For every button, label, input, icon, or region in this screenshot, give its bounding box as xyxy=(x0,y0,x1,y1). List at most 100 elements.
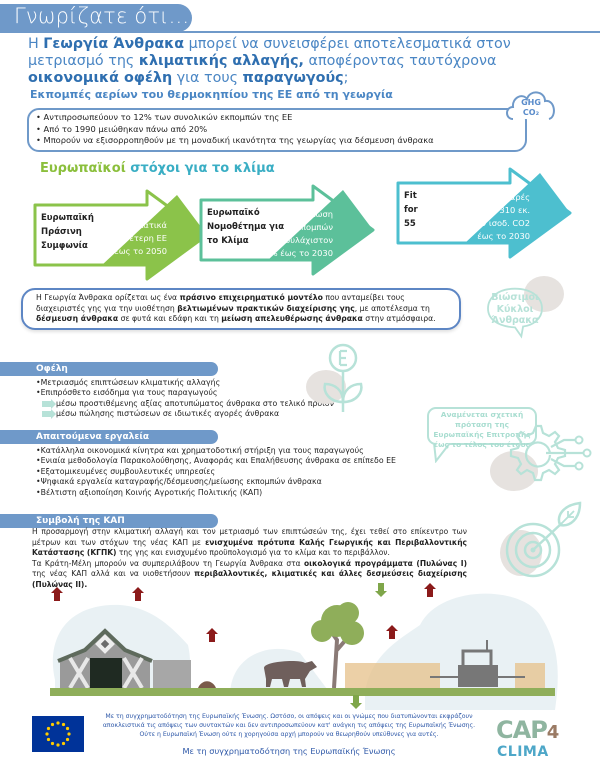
arrow-right-icon xyxy=(42,398,56,409)
silo-icon xyxy=(153,660,191,688)
emphasis-text: μείωση απελευθέρωσης άνθρακα xyxy=(221,314,363,323)
text-run: Η Γεωργία Άνθρακα ορίζεται ως ένα xyxy=(36,293,180,302)
text-run: σε φυτά και εδάφη και τη xyxy=(118,314,222,323)
tool-item: •Εξατομικευμένες συμβουλευτικές υπηρεσίε… xyxy=(36,466,216,476)
cow-icon xyxy=(264,660,317,687)
cap-section-bar: Συμβολή της ΚΑΠ xyxy=(0,514,218,528)
text-run: για τους xyxy=(172,70,243,86)
emphasis-text: περιβαλλοντικές, κλιματικές και άλλες δε… xyxy=(32,569,467,589)
tool-item: •Κατάλληλα οικονομικά κίνητρα και χρηματ… xyxy=(36,446,364,455)
gear-circuit-icon xyxy=(509,424,592,482)
tractor-icon xyxy=(430,640,525,687)
eu-star xyxy=(56,743,60,747)
speech-bubble-tail-icon xyxy=(433,443,451,463)
ghg-heading: Εκπομπές αερίων του θερμοκηπίου της ΕΕ α… xyxy=(30,88,393,101)
benefits-section-bar: Οφέλη xyxy=(0,362,218,376)
eu-star xyxy=(65,726,70,731)
barn-icon xyxy=(57,628,153,690)
text-run: αποφέροντας ταυτόχρονα xyxy=(304,53,497,69)
definition-box xyxy=(21,288,461,330)
text-run: Η προσαρμογή στην κλιματική αλλαγή και τ… xyxy=(32,527,467,547)
emission-arrow-up-icon xyxy=(424,583,436,597)
cap-title: Συμβολή της ΚΑΠ xyxy=(36,516,125,526)
emission-arrow-up-icon xyxy=(206,628,218,642)
benefits-title: Οφέλη xyxy=(36,364,68,374)
absorption-arrow-down-icon xyxy=(375,583,387,597)
eu-star xyxy=(67,732,71,736)
expect-bubble-text: Αναμένεται σχετική πρόταση της Ευρωπαϊκή… xyxy=(433,410,531,449)
arrow-shape xyxy=(199,184,375,276)
emphasis-text: παραγωγούς xyxy=(242,70,344,86)
tools-list: •Κατάλληλα οικονομικά κίνητρα και χρηματ… xyxy=(36,446,396,498)
eu-star xyxy=(56,721,60,725)
text-run: Τα Κράτη-Μέλη μπορούν να συμπεριλάβουν τ… xyxy=(32,558,304,568)
tool-item: •Βέλτιστη αξιοποίηση Κοινής Αγροτικής Πο… xyxy=(36,487,263,497)
eu-star xyxy=(65,737,70,742)
text-run: Η xyxy=(28,36,44,52)
footer-disclaimer: Με τη συγχρηματοδότηση της Ευρωπαϊκής Έν… xyxy=(102,713,476,738)
absorption-arrow-down-icon xyxy=(350,695,362,709)
benefits-list: •Μετριασμός επιπτώσεων κλιματικής αλλαγή… xyxy=(36,378,334,420)
emission-arrow-up-icon xyxy=(386,625,398,639)
ground xyxy=(50,688,555,696)
benefit-sub-item: μέσω πώλησης πιστώσεων σε ιδιωτικές αγορ… xyxy=(36,409,334,420)
tools-section-bar: Απαιτούμενα εργαλεία xyxy=(0,430,218,444)
emission-arrows xyxy=(51,583,436,709)
ghg-box xyxy=(27,108,527,152)
emission-arrow-up-icon xyxy=(132,587,144,601)
arrow-shape xyxy=(396,167,572,259)
text-run: που ανταμείβει τους διαχειριστές γης για… xyxy=(36,293,405,313)
page-title: Γνωρίζατε ότι... xyxy=(14,4,190,28)
speech-bubble-icon xyxy=(487,287,543,339)
text-run: ; xyxy=(343,70,349,86)
eu-star xyxy=(45,732,49,736)
decorative-circle xyxy=(306,370,346,404)
emphasis-text: δέσμευση άνθρακα xyxy=(36,314,119,323)
benefit-sub-item: μέσω προστιθέμενης αξίας αποτυπώματος άν… xyxy=(36,398,334,409)
text-run: μπορεί να συνεισφέρει αποτελεσματικά στο… xyxy=(28,36,511,69)
emphasis-text: πράσινο επιχειρηματικό μοντέλο xyxy=(179,293,323,302)
tree-icon xyxy=(311,602,364,689)
ghg-item: • Αντιπροσωπεύουν το 12% των συνολικών ε… xyxy=(36,112,293,122)
ghg-item: • Μπορούν να εξισορροπηθούν με τη μοναδι… xyxy=(36,135,434,145)
eu-flag-logo xyxy=(32,716,84,752)
text-run: , με αποτέλεσμα τη xyxy=(354,303,430,313)
ghg-list: • Αντιπροσωπεύουν το 12% των συνολικών ε… xyxy=(36,112,434,147)
benefit-item: •Μετριασμός επιπτώσεων κλιματικής αλλαγή… xyxy=(36,378,221,387)
manure-icon xyxy=(198,681,216,688)
tools-title: Απαιτούμενα εργαλεία xyxy=(36,432,150,442)
tool-item: •Ενιαία μεθοδολογία Παρακολούθησης, Αναφ… xyxy=(36,456,396,466)
emphasis-text: οικολογικά προγράμματα (Πυλώνας Ι) xyxy=(304,558,467,568)
ghg-cloud-label: GHG CO₂ xyxy=(521,98,541,117)
arrow-shape xyxy=(33,189,209,281)
target-leaf-icon xyxy=(505,501,582,578)
text-run: της γης και ενισχυμένο προϋπολογισμό για… xyxy=(116,548,390,557)
cloud-icon xyxy=(506,91,555,120)
emission-arrow-up-icon xyxy=(51,587,63,601)
eu-star xyxy=(50,722,55,727)
emphasis-text: Γεωργία Άνθρακα xyxy=(43,36,185,52)
eu-star xyxy=(46,737,51,742)
eu-star xyxy=(50,741,55,746)
text-run: της νέας ΚΑΠ αλλά και να υιοθετήσουν xyxy=(32,569,195,578)
cap4clima-logo: CAP4 xyxy=(496,716,559,744)
emphasis-text: βελτιωμένων πρακτικών διαχείρισης γης xyxy=(177,303,355,313)
eu-stars-icon xyxy=(45,721,71,747)
farm-illustration xyxy=(50,583,558,710)
ghg-item: • Από το 1990 μειώθηκαν πάνω από 20% xyxy=(36,123,208,134)
eu-star xyxy=(61,722,66,727)
eu-star xyxy=(61,741,66,746)
definition-text: Η Γεωργία Άνθρακα ορίζεται ως ένα πράσιν… xyxy=(36,293,456,325)
tool-item: •Ψηφιακά εργαλεία καταγραφής/δέσμευσης/μ… xyxy=(36,477,322,487)
emphasis-text: οικονομικά οφέλη xyxy=(28,70,173,86)
decorative-circle xyxy=(524,276,564,312)
text-run: στην ατμόσφαιρα. xyxy=(362,314,436,323)
emphasis-text: κλιματικής αλλαγής, xyxy=(138,53,304,69)
benefit-item: •Επιπρόσθετο εισόδημα για τους παραγωγού… xyxy=(36,388,218,398)
